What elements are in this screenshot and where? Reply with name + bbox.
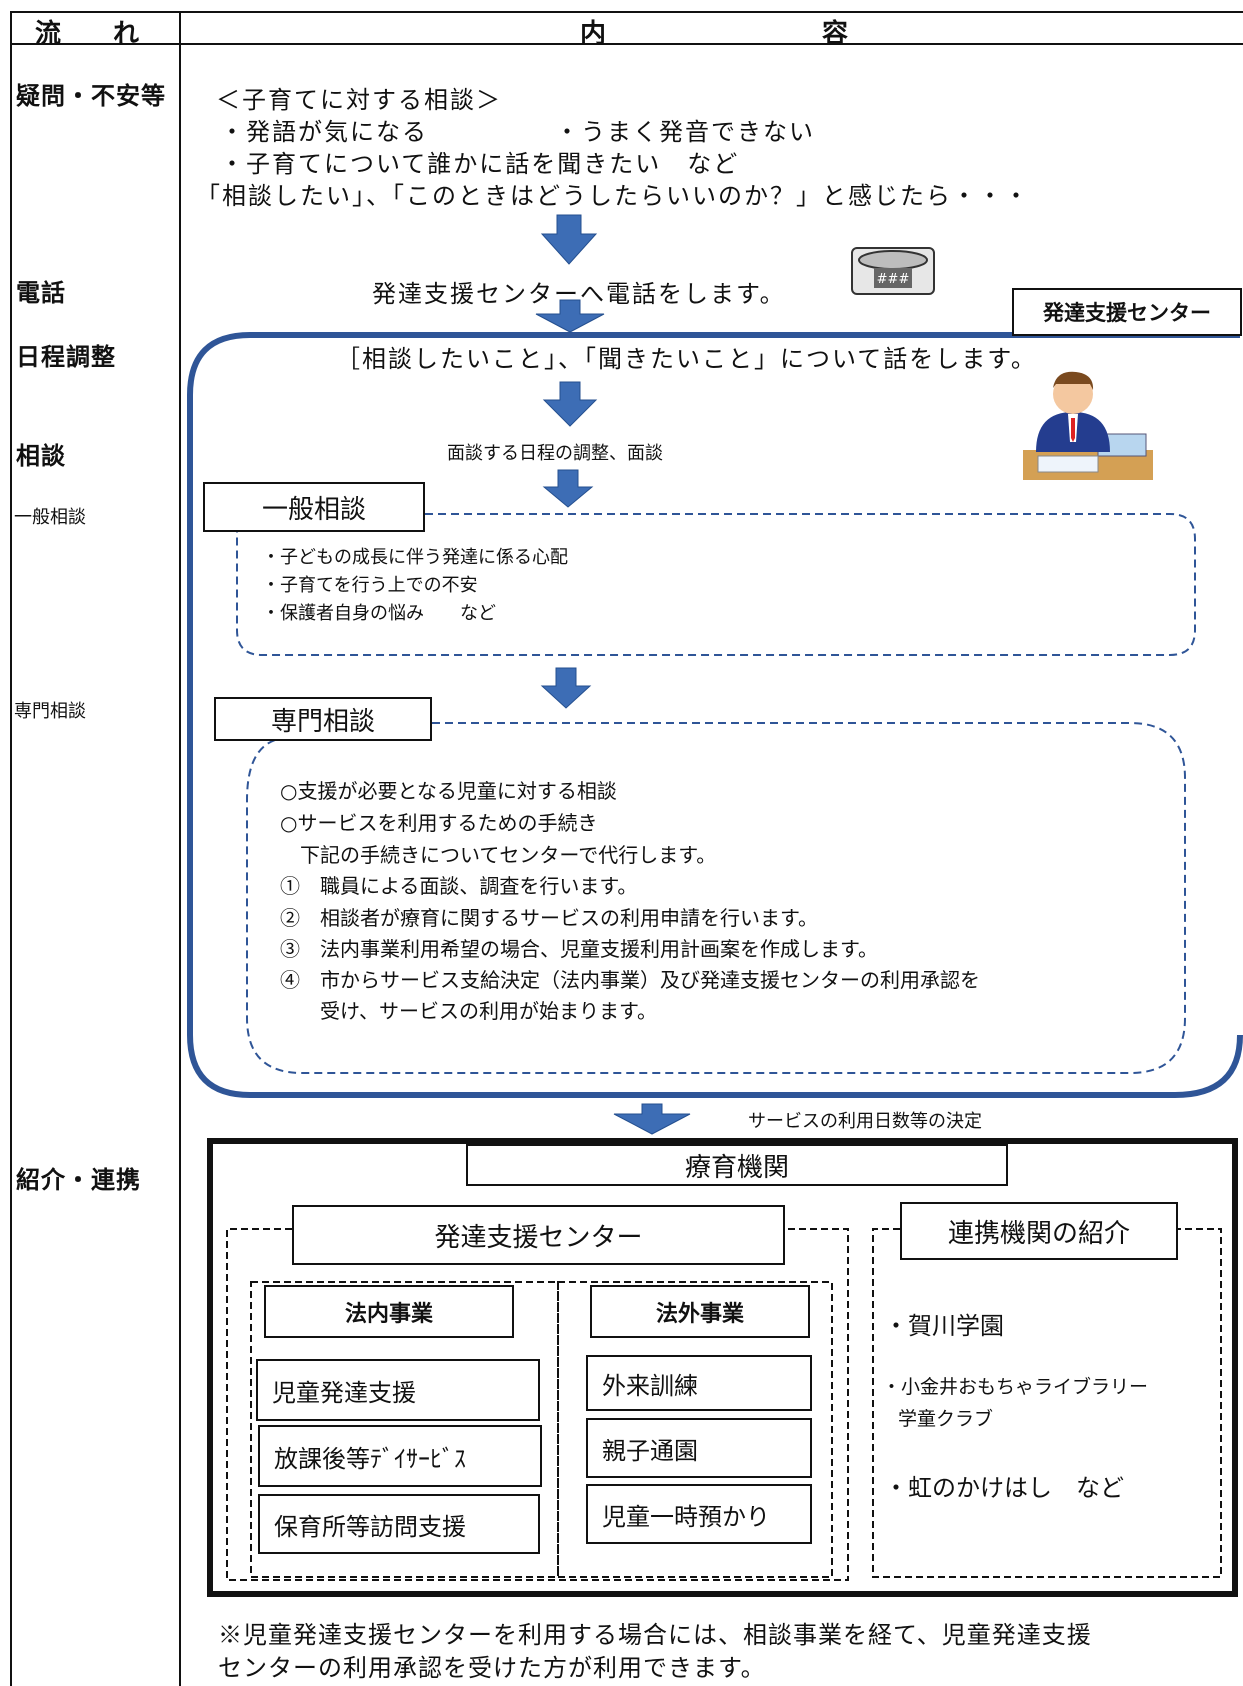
svg-text:###: ### (877, 272, 910, 287)
specialist-line-8: 受け、サービスの利用が始まります。 (280, 999, 657, 1023)
arrow-4 (542, 469, 594, 508)
center-label: 発達支援センター (1012, 288, 1242, 336)
partner-item-2a: ・小金井おもちゃライブラリー (882, 1376, 1149, 1398)
label-specialist: 専門相談 (14, 701, 86, 722)
specialist-line-1: ○支援が必要となる児童に対する相談 (280, 779, 617, 803)
specialist-line-5: ② 相談者が療育に関するサービスの利用申請を行います。 (280, 906, 818, 930)
intro-title: ＜子育てに対する相談＞ (216, 86, 502, 114)
ryoiku-center-title-box: 発達支援センター (292, 1205, 785, 1265)
intro-item-1: ・発語が気になる (220, 118, 428, 146)
intro-item-3: ・子育てについて誰かに話を聞きたい など (220, 150, 740, 178)
label-general: 一般相談 (14, 507, 86, 528)
header-flow: 流 れ (35, 19, 140, 49)
arrow-6 (613, 1103, 691, 1135)
phone-text: 発達支援センターへ電話をします。 (372, 280, 786, 308)
partner-item-2b: 学童クラブ (898, 1408, 994, 1430)
label-consult: 相談 (16, 442, 66, 470)
telephone-icon: ### (851, 247, 935, 295)
partner-item-1: ・賀川学園 (884, 1312, 1004, 1340)
label-schedule: 日程調整 (16, 343, 116, 371)
arrow-2 (535, 299, 605, 333)
specialist-dashed-box (246, 722, 1186, 1074)
specialist-line-2: ○サービスを利用するための手続き (280, 811, 598, 835)
schedule-text: 面談する日程の調整、面談 (447, 443, 663, 464)
arrow-5 (540, 667, 592, 709)
label-doubts: 疑問・不安等 (16, 82, 166, 110)
general-item-1: ・子どもの成長に伴う発達に係る心配 (262, 547, 568, 568)
header-content-2: 容 (822, 19, 849, 49)
legal-title-box: 法内事業 (264, 1285, 514, 1338)
legal-item-2: 放課後等ﾃﾞｲｻｰﾋﾞｽ (258, 1425, 542, 1487)
arrow-3 (542, 381, 598, 427)
arrow-1 (540, 214, 598, 265)
footnote-line-2: センターの利用承認を受けた方が利用できます。 (218, 1654, 766, 1682)
ryoiku-box (207, 1138, 1238, 1597)
nonlegal-item-2: 親子通園 (586, 1418, 812, 1478)
general-item-2: ・子育てを行う上での不安 (262, 575, 478, 596)
specialist-line-4: ① 職員による面談、調査を行います。 (280, 874, 638, 898)
specialist-title-box: 専門相談 (214, 697, 432, 741)
label-phone: 電話 (16, 279, 66, 307)
general-title-box: 一般相談 (203, 482, 425, 532)
legal-item-3: 保育所等訪問支援 (258, 1494, 540, 1554)
center-frame (187, 332, 1243, 1098)
nonlegal-item-3: 児童一時預かり (586, 1484, 812, 1544)
label-referral: 紹介・連携 (16, 1166, 141, 1194)
general-item-3: ・保護者自身の悩み など (262, 603, 496, 624)
header-content-1: 内 (580, 19, 607, 49)
intro-closing: 「相談したい」、「このときはどうしたらいいのか？」と感じたら・・・ (196, 182, 1030, 210)
partners-title-box: 連携機関の紹介 (900, 1202, 1178, 1260)
nonlegal-item-1: 外来訓練 (586, 1355, 812, 1411)
legal-item-1: 児童発達支援 (256, 1359, 540, 1421)
ryoiku-title-box: 療育機関 (466, 1144, 1008, 1186)
intro-item-2: ・うまく発音できない (555, 118, 815, 146)
consultant-person-icon (1023, 371, 1153, 480)
footnote-line-1: ※児童発達支援センターを利用する場合には、相談事業を経て、児童発達支援 (218, 1621, 1092, 1649)
general-dashed-box (236, 513, 1196, 656)
specialist-line-6: ③ 法内事業利用希望の場合、児童支援利用計画案を作成します。 (280, 937, 878, 961)
specialist-line-7: ④ 市からサービス支給決定（法内事業）及び発達支援センターの利用承認を (280, 968, 980, 992)
nonlegal-title-box: 法外事業 (590, 1285, 810, 1338)
partner-item-3: ・虹のかけはし など (884, 1474, 1124, 1502)
specialist-line-3: 下記の手続きについてセンターで代行します。 (280, 843, 717, 867)
talk-text: ［相談したいこと」、「聞きたいこと」について話をします。 (336, 345, 1037, 373)
decision-text: サービスの利用日数等の決定 (748, 1111, 982, 1132)
